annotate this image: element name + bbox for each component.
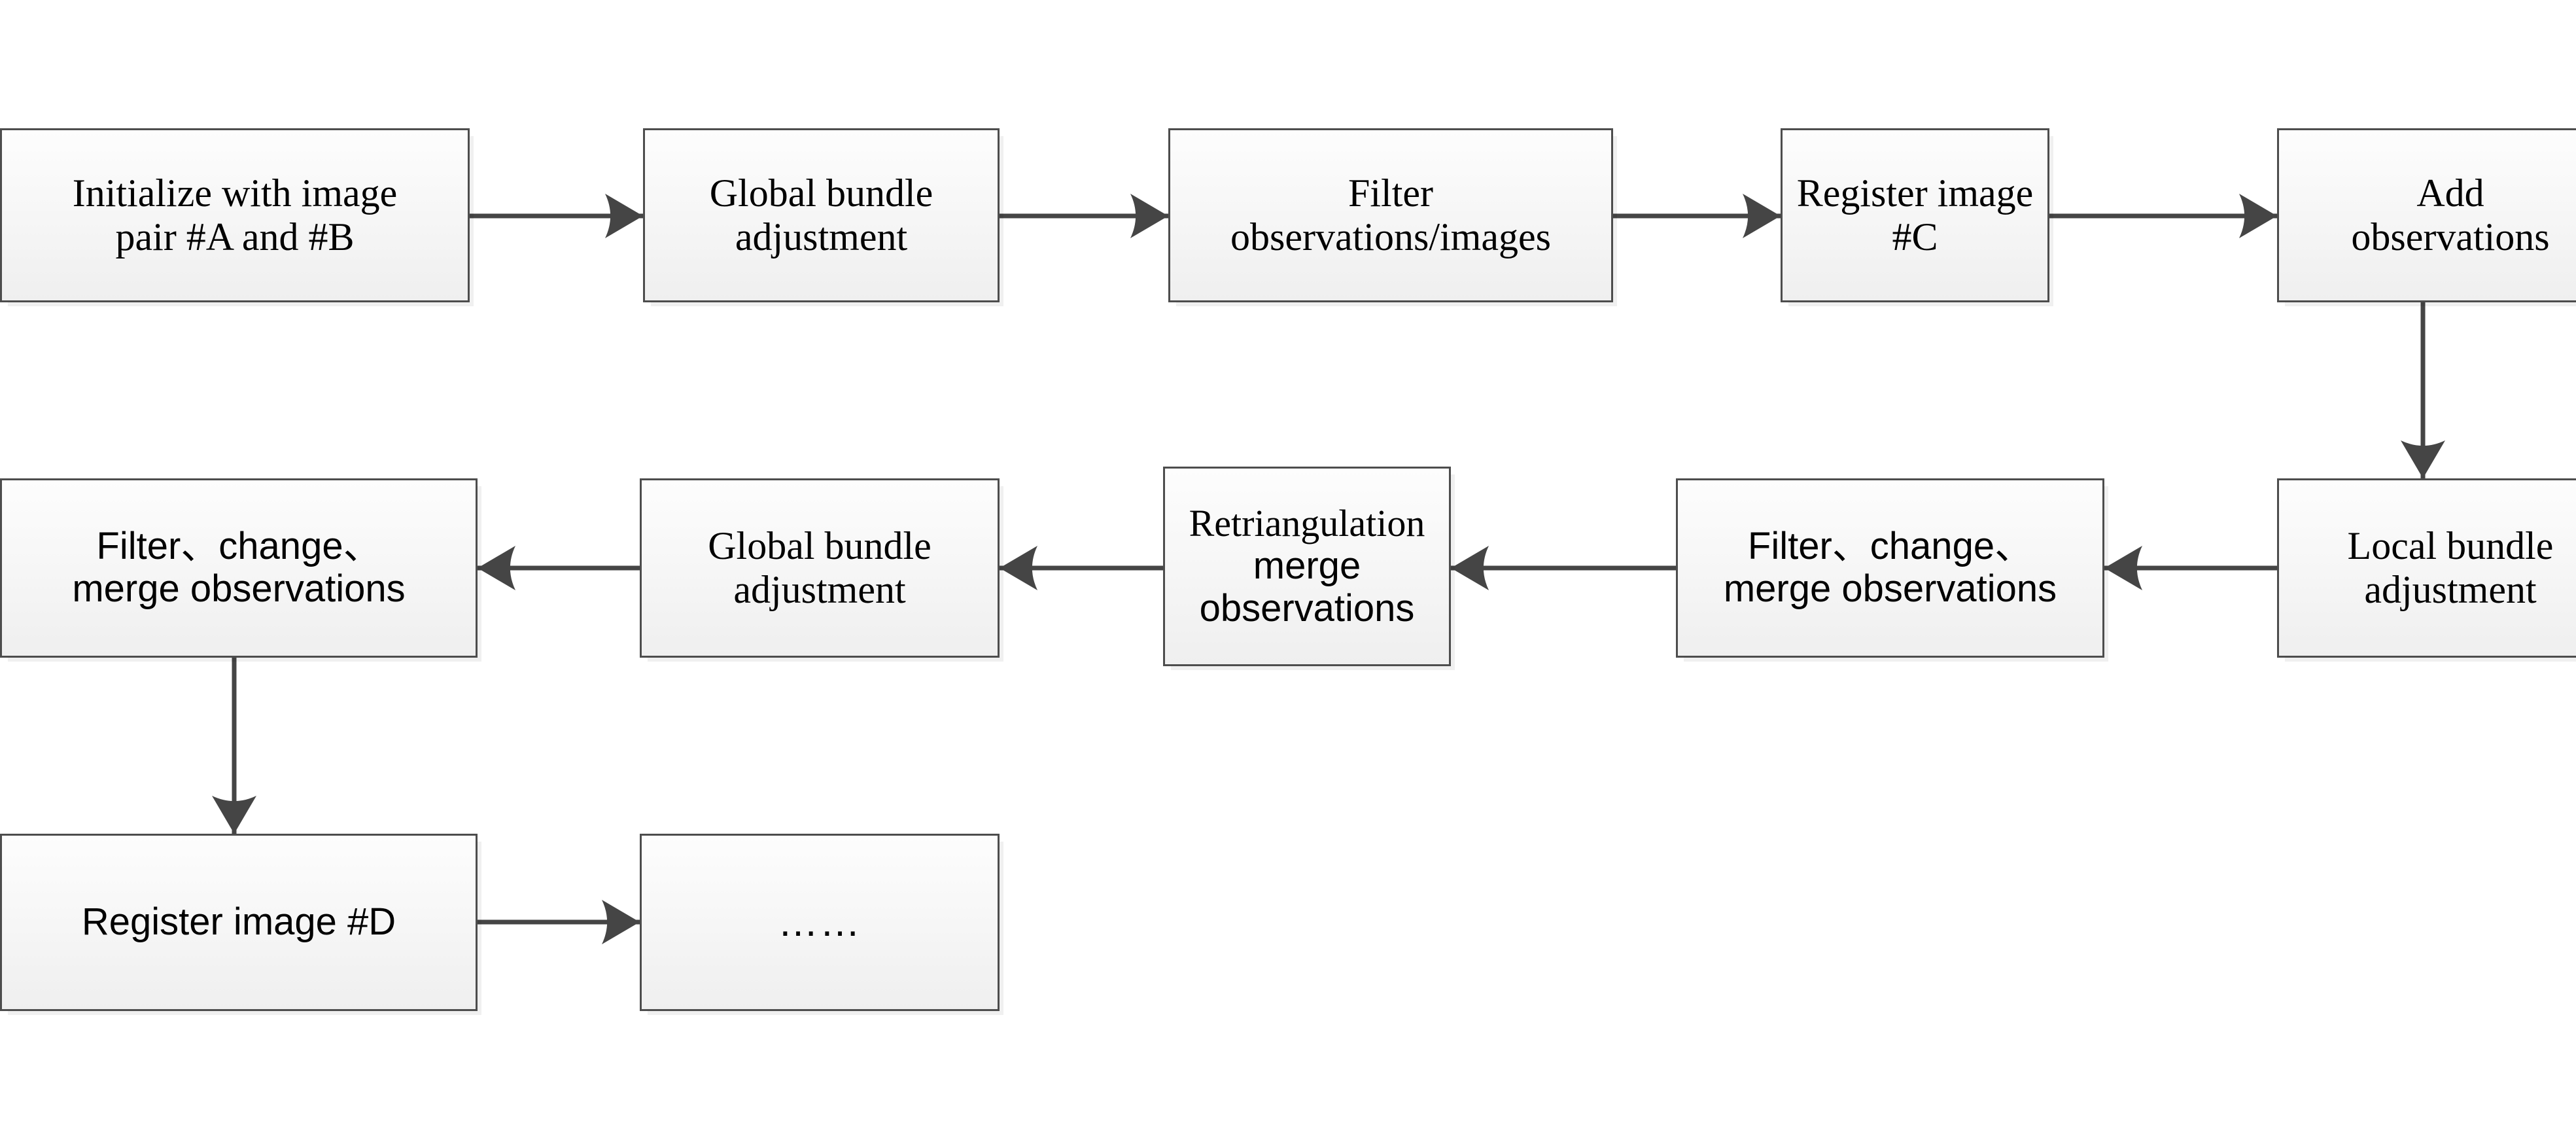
arrow-filter-change-merge-1-to-register-d bbox=[195, 651, 273, 840]
continuation-ellipsis-node[interactable]: …… bbox=[640, 834, 1000, 1011]
node-label-line: #C bbox=[1892, 215, 1938, 258]
arrowhead-icon bbox=[1743, 194, 1781, 238]
node-label-line: …… bbox=[778, 899, 862, 945]
arrowhead-icon bbox=[1130, 194, 1168, 238]
node-label-line: Local bundle bbox=[2347, 524, 2554, 567]
arrow-add-observations-to-local-ba bbox=[2384, 296, 2462, 485]
node-label-line: Filter、change、 bbox=[96, 525, 381, 568]
arrowhead-icon bbox=[2401, 440, 2445, 478]
node-label-line: merge bbox=[1253, 544, 1361, 588]
arrow-init-to-global-ba-1 bbox=[463, 177, 650, 255]
node-label-line: observations bbox=[2351, 215, 2550, 258]
arrowhead-icon bbox=[212, 796, 256, 834]
arrow-global-ba-2-to-filter-change-merge-1 bbox=[471, 529, 646, 607]
node-label: …… bbox=[646, 900, 994, 945]
arrow-global-ba-1-to-filter bbox=[993, 177, 1175, 255]
node-label: Filter、change、merge observations bbox=[1682, 525, 2098, 611]
arrowhead-icon bbox=[478, 546, 515, 590]
arrowhead-icon bbox=[1451, 546, 1489, 590]
node-label-line: merge observations bbox=[1723, 567, 2057, 610]
node-label-line: observations/images bbox=[1230, 215, 1551, 258]
arrow-register-d-to-ellipsis bbox=[471, 883, 646, 961]
filter-change-merge-observations-node-right[interactable]: Filter、change、merge observations bbox=[1676, 478, 2104, 658]
node-label: Filter、change、merge observations bbox=[6, 525, 472, 611]
node-label-line: Global bundle bbox=[709, 171, 933, 215]
arrowhead-icon bbox=[602, 900, 640, 944]
node-label-line: adjustment bbox=[733, 568, 906, 611]
arrowhead-icon bbox=[1000, 546, 1037, 590]
arrowhead-icon bbox=[605, 194, 643, 238]
arrow-filter-to-register-c bbox=[1607, 177, 1787, 255]
register-image-d-node[interactable]: Register image #D bbox=[0, 834, 478, 1011]
arrow-register-c-to-add-observations bbox=[2043, 177, 2284, 255]
filter-change-merge-observations-node-left[interactable]: Filter、change、merge observations bbox=[0, 478, 478, 658]
node-label-line: pair #A and #B bbox=[115, 215, 355, 258]
node-label-line: Filter bbox=[1348, 171, 1433, 215]
node-label-line: adjustment bbox=[2364, 568, 2537, 611]
node-label-line: Register image #D bbox=[81, 900, 396, 944]
node-label-line: Add bbox=[2416, 171, 2484, 215]
node-label-line: Filter、change、 bbox=[1747, 525, 2033, 568]
node-label-line: adjustment bbox=[735, 215, 908, 258]
node-label: Register image #D bbox=[6, 900, 472, 944]
node-label-line: Initialize with image bbox=[72, 171, 398, 215]
arrow-filter-change-merge-2-to-retriangulation bbox=[1444, 529, 1682, 607]
arrowhead-icon bbox=[2104, 546, 2142, 590]
node-label-line: observations bbox=[1199, 586, 1415, 630]
node-label: Register image#C bbox=[1786, 171, 2044, 259]
register-image-c-node[interactable]: Register image#C bbox=[1781, 128, 2049, 302]
node-label-line: Global bundle bbox=[708, 524, 931, 567]
arrowhead-icon bbox=[2239, 194, 2277, 238]
node-label-line: Retriangulation bbox=[1189, 502, 1425, 545]
node-label-line: Register image bbox=[1796, 171, 2034, 215]
arrow-local-ba-to-filter-change-merge-2 bbox=[2098, 529, 2284, 607]
arrow-retriangulation-to-global-ba-2 bbox=[993, 529, 1170, 607]
node-label-line: merge observations bbox=[72, 567, 406, 610]
